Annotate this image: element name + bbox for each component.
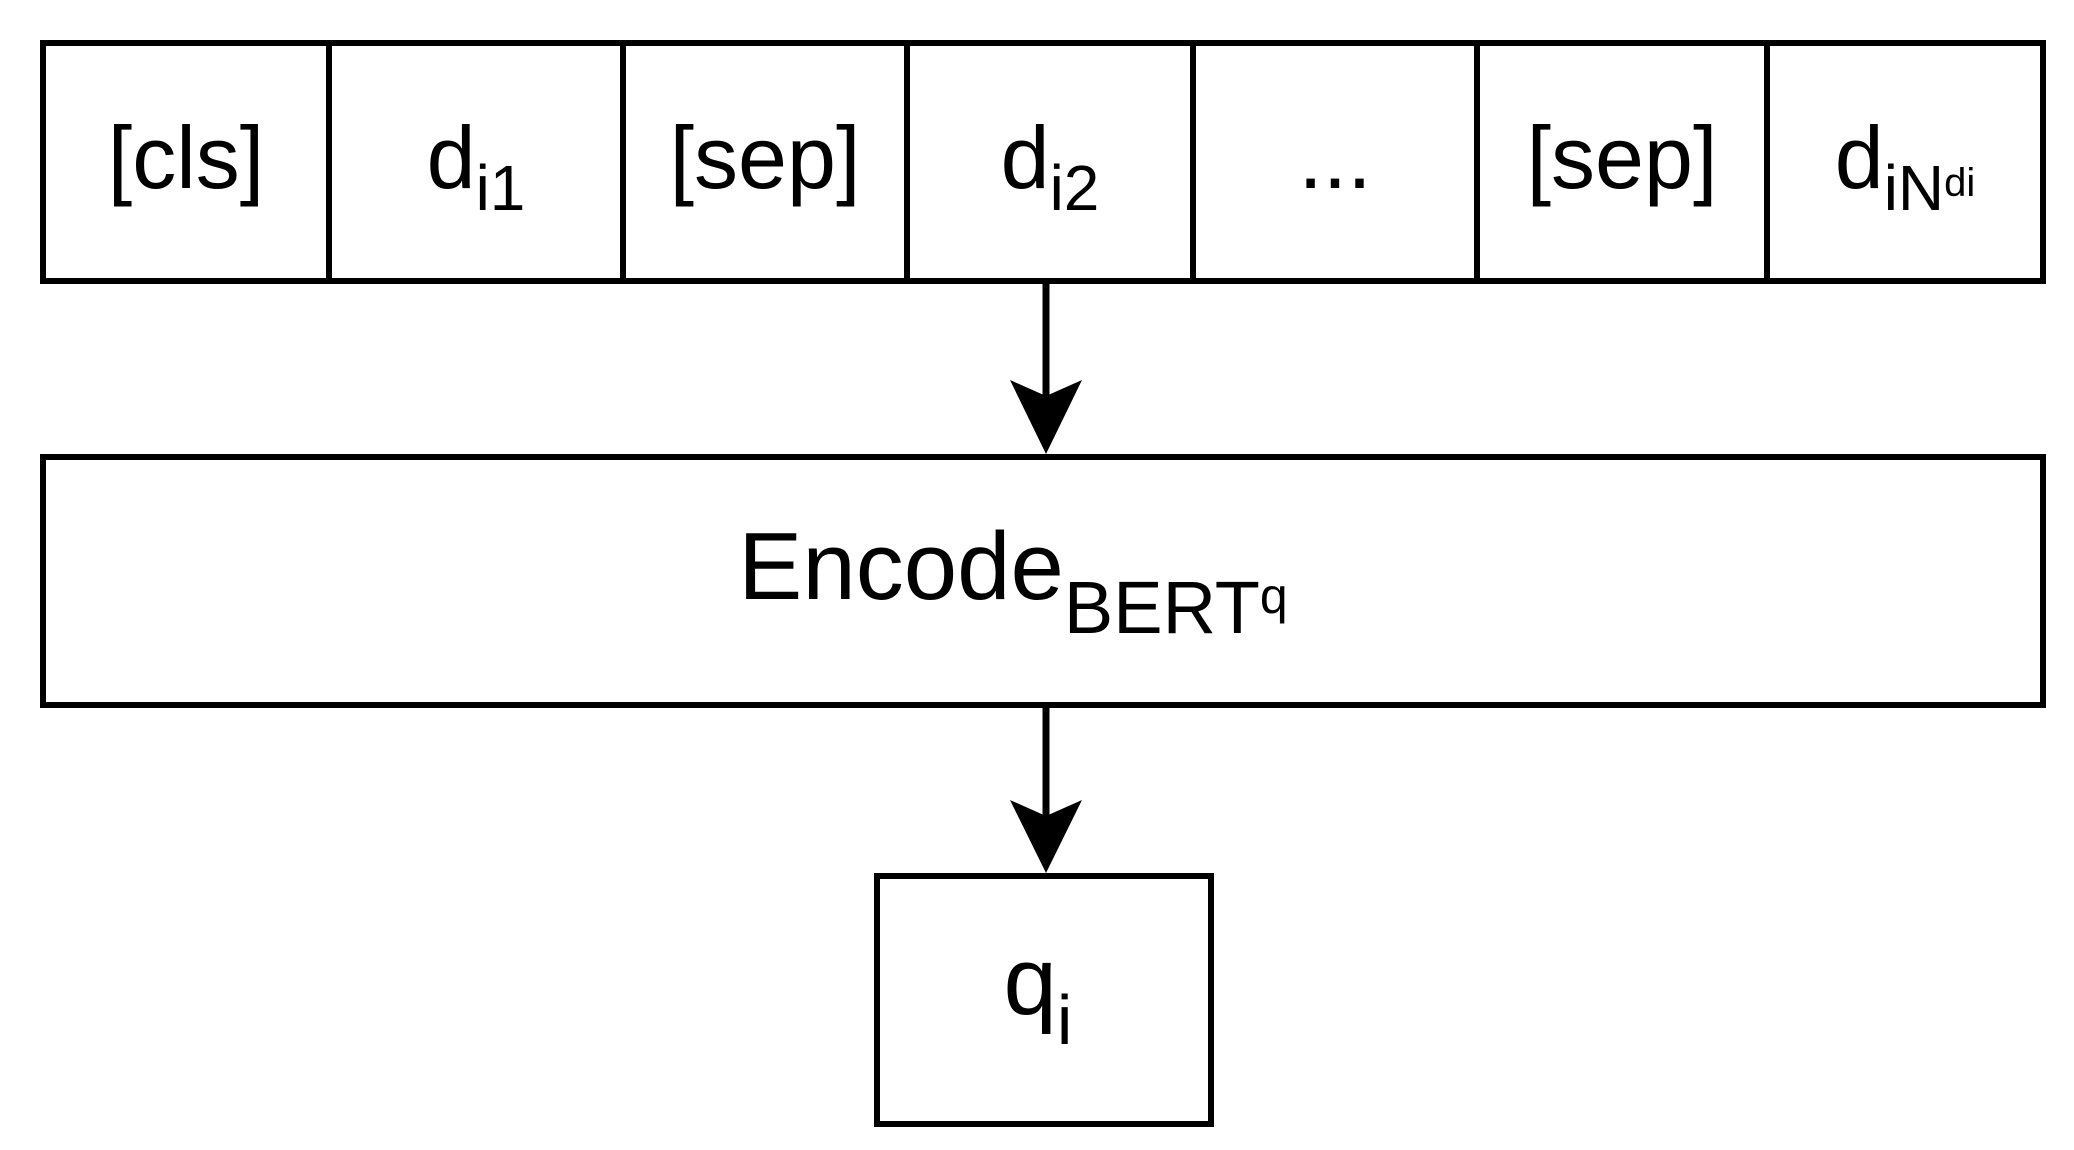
token-subscript: i1 bbox=[475, 152, 526, 224]
encoder-subscript: BERT bbox=[1063, 566, 1260, 649]
arrow-head bbox=[1010, 800, 1082, 873]
token-cell-d-iNdi: diNdi bbox=[1764, 40, 2046, 284]
encoder-sub-subscript: q bbox=[1259, 568, 1288, 624]
token-cell-d-i2: di2 bbox=[904, 40, 1190, 284]
token-label: d bbox=[1834, 108, 1884, 207]
token-cell-sep-1: [sep] bbox=[620, 40, 904, 284]
token-sub-subscript: di bbox=[1944, 161, 1976, 205]
token-cell-sep-2: [sep] bbox=[1474, 40, 1764, 284]
token-subscript: i2 bbox=[1049, 152, 1100, 224]
encoder-label: Encode bbox=[738, 513, 1064, 620]
token-label: [sep] bbox=[1526, 108, 1718, 207]
arrow-head bbox=[1010, 380, 1082, 454]
token-label: [cls] bbox=[107, 108, 265, 207]
token-label: [sep] bbox=[669, 108, 861, 207]
input-token-sequence: [cls] di1 [sep] di2 ... [sep] diNdi bbox=[40, 40, 2046, 284]
arrow-tokens-to-encoder bbox=[1010, 284, 1082, 454]
output-label: q bbox=[1003, 928, 1057, 1035]
token-cell-cls: [cls] bbox=[40, 40, 326, 284]
token-label: d bbox=[1000, 108, 1050, 207]
arrow-encoder-to-output bbox=[1010, 708, 1082, 873]
token-label: d bbox=[426, 108, 476, 207]
query-output-box: qi bbox=[874, 873, 1214, 1127]
token-cell-d-i1: di1 bbox=[326, 40, 620, 284]
token-subscript: iN bbox=[1883, 152, 1945, 224]
output-subscript: i bbox=[1056, 981, 1073, 1059]
token-cell-ellipsis: ... bbox=[1190, 40, 1474, 284]
token-label: ... bbox=[1298, 108, 1372, 207]
bert-encoder-block: EncodeBERTq bbox=[40, 454, 2046, 708]
